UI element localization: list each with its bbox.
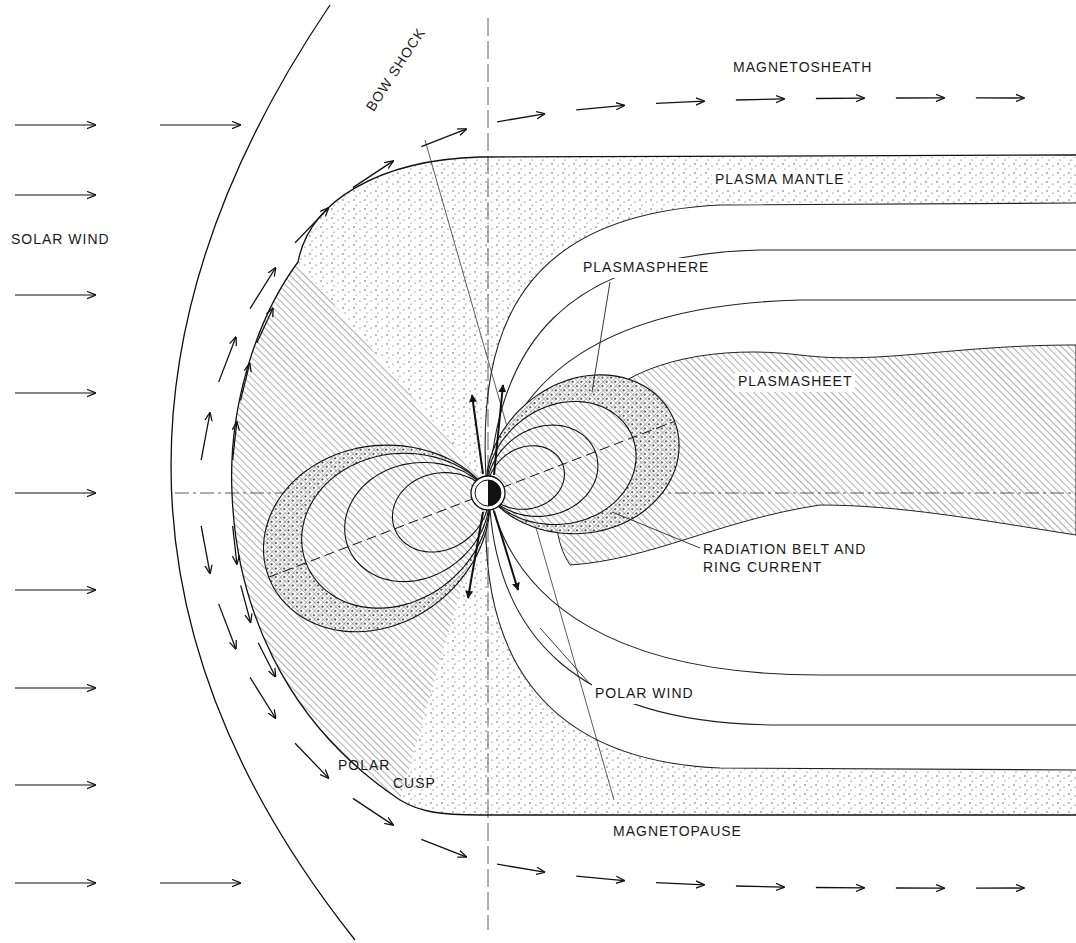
- dipole-field-line: [488, 425, 597, 516]
- region-label: PLASMASPHERE: [580, 258, 712, 278]
- magnetosheath-flow: [201, 98, 1024, 888]
- magnetic-equator: [488, 421, 675, 493]
- flow-arrow: [576, 105, 624, 109]
- leader-lines: [540, 282, 700, 684]
- flow-arrow: [219, 604, 236, 649]
- polar-wind-arrows: [468, 385, 518, 598]
- magnetic-equator: [269, 493, 488, 577]
- flow-arrow: [816, 97, 864, 99]
- flow-arrow: [201, 413, 210, 460]
- flow-arrow: [233, 422, 237, 460]
- flow-arrow: [240, 364, 249, 401]
- dipole-field-line: [263, 445, 489, 632]
- flow-arrow: [896, 887, 944, 888]
- flow-arrow: [896, 97, 944, 98]
- dipole-field-line: [345, 462, 489, 581]
- flow-arrow: [250, 677, 275, 718]
- flow-arrow: [736, 886, 784, 887]
- flow-arrow: [295, 208, 328, 243]
- bow-shock-line: [171, 5, 355, 940]
- flow-arrow: [656, 101, 704, 103]
- region-label: POLAR WIND: [592, 684, 697, 704]
- lower-mantle: [400, 510, 1076, 815]
- region-label: PLASMASHEET: [735, 372, 855, 392]
- flow-arrow: [421, 839, 466, 856]
- magnetopause-line: [232, 155, 1076, 815]
- dipole-field-line: [302, 453, 489, 608]
- region-label: SOLAR WIND: [8, 230, 113, 250]
- dipole-field-line: [488, 401, 637, 524]
- dipole-field-line: [487, 375, 679, 534]
- flow-arrow: [576, 876, 624, 880]
- flow-arrow: [421, 129, 466, 146]
- flow-arrow: [219, 337, 236, 382]
- dipole-loops: [263, 375, 679, 632]
- region-label: PLASMA MANTLE: [712, 170, 848, 190]
- region-label: MAGNETOPAUSE: [610, 822, 745, 842]
- flow-arrow: [656, 883, 704, 885]
- flow-arrow: [201, 526, 210, 573]
- flow-arrow: [250, 268, 275, 309]
- flow-arrow: [816, 887, 864, 889]
- region-label: RADIATION BELT AND RING CURRENT: [700, 540, 906, 577]
- flow-arrow: [736, 99, 784, 100]
- region-label: BOW SHOCK: [360, 22, 432, 118]
- flow-arrow: [258, 643, 275, 677]
- flow-arrow: [353, 161, 393, 187]
- earth: [471, 476, 505, 510]
- flow-arrow: [497, 114, 544, 122]
- flow-arrow: [233, 526, 237, 564]
- region-label: MAGNETOSHEATH: [730, 58, 875, 78]
- flow-arrow: [353, 798, 393, 824]
- flow-arrow: [497, 864, 544, 872]
- region-label: POLAR CUSP: [338, 756, 516, 793]
- flow-arrow: [257, 309, 273, 343]
- flow-arrow: [241, 585, 251, 622]
- field-lines: [485, 203, 1076, 770]
- flow-arrow: [976, 97, 1024, 98]
- flow-arrow: [976, 887, 1024, 888]
- flow-arrow: [295, 743, 328, 778]
